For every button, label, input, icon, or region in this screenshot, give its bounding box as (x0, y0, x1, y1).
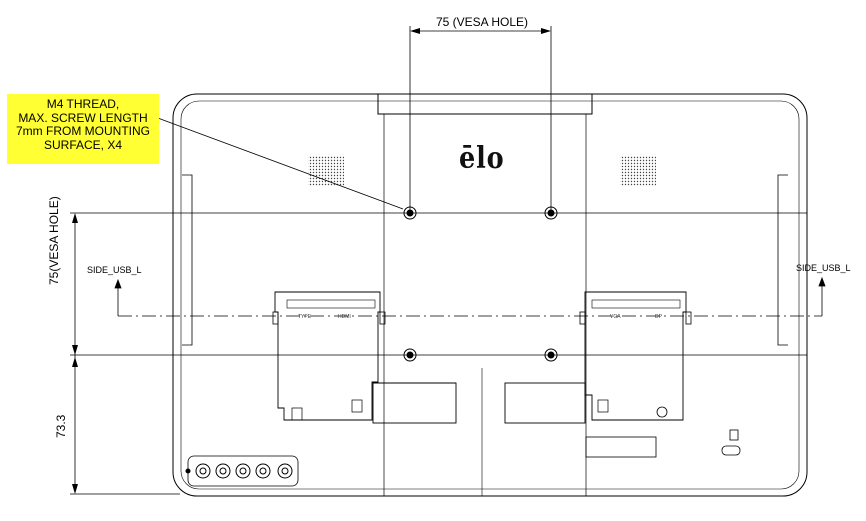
screw-spec-callout: M4 THREAD, MAX. SCREW LENGTH 7mm FROM MO… (7, 94, 159, 164)
port-label-hdmi: HDMI (338, 314, 351, 320)
speaker-grille-right (620, 156, 656, 186)
callout-line-2: MAX. SCREW LENGTH (18, 110, 148, 125)
callout-line-4: SURFACE, X4 (43, 137, 123, 152)
side-usb-right-label: SIDE_USB_L (796, 263, 851, 273)
vesa-horizontal-dimension: 75 (VESA HOLE) (435, 15, 529, 29)
callout-line-3: 7mm FROM MOUNTING (16, 124, 150, 138)
port-label-vga: VGA (610, 314, 621, 320)
label-slot (585, 436, 657, 458)
elo-logo: ēlo (459, 141, 505, 176)
right-handle (777, 174, 788, 346)
cable-block-left (372, 382, 457, 424)
left-port-bay (274, 291, 381, 421)
vesa-holes (403, 206, 558, 362)
vesa-vertical-dimension: 75(VESA HOLE) (47, 196, 61, 285)
monitor-inner-outline (180, 100, 800, 490)
callout-leader (119, 103, 404, 210)
cable-block-right (504, 382, 586, 424)
callout-line-1: M4 THREAD, (46, 97, 120, 111)
center-plate (383, 113, 587, 497)
speaker-grille-left (308, 156, 344, 186)
bottom-ports (185, 463, 293, 479)
bottom-offset-dimension: 73.3 (54, 414, 68, 438)
port-label-dp: DP (655, 314, 662, 320)
side-usb-left-label: SIDE_USB_L (87, 265, 142, 275)
port-label-type: TYPE (298, 314, 312, 320)
left-handle (182, 174, 193, 346)
right-port-bay (584, 291, 687, 421)
